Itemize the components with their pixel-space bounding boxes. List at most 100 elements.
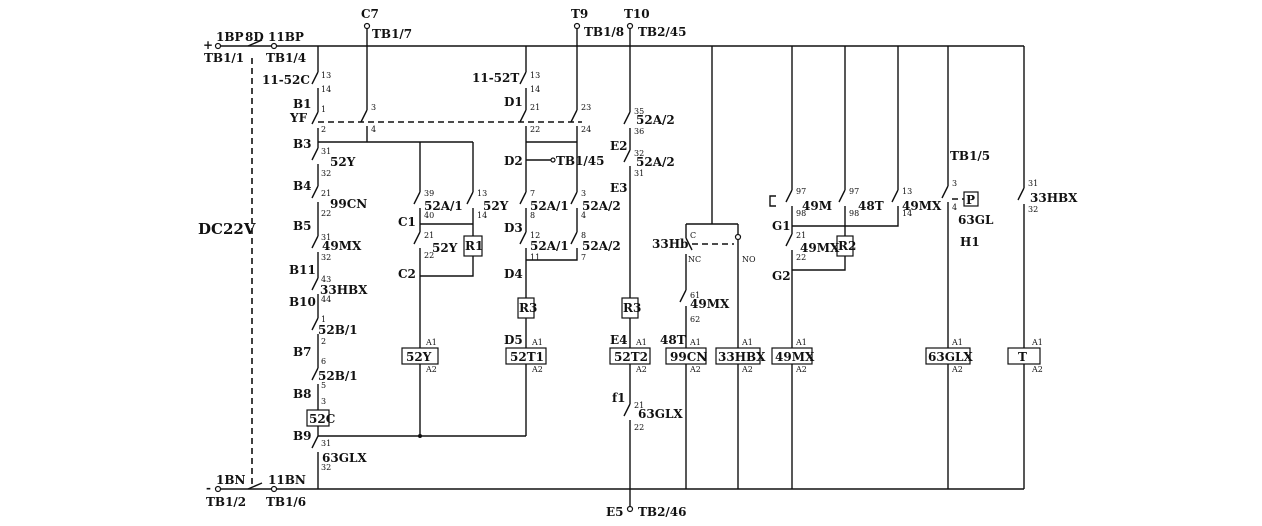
svg-text:12: 12 [530, 231, 540, 240]
svg-text:98: 98 [849, 209, 859, 218]
node-c2: C2 [398, 267, 416, 281]
coil-timer-label: T [1018, 350, 1027, 364]
svg-text:A1: A1 [1031, 338, 1043, 347]
svg-text:A2: A2 [951, 365, 963, 374]
svg-text:21: 21 [321, 189, 331, 198]
svg-text:4: 4 [581, 211, 586, 220]
49m-actuator [769, 195, 776, 207]
svg-text:21: 21 [530, 103, 540, 112]
node-d4: D4 [504, 267, 523, 281]
svg-text:31: 31 [1028, 179, 1038, 188]
node-c1: C1 [398, 215, 416, 229]
label-tb1-6: TB1/6 [266, 495, 306, 509]
contact-99cn: 99CN [330, 197, 367, 211]
svg-text:32: 32 [1028, 205, 1038, 214]
node-h1: H1 [960, 235, 980, 249]
svg-text:A2: A2 [635, 365, 647, 374]
svg-text:3: 3 [952, 179, 957, 188]
label-11bn: 11BN [268, 473, 306, 487]
svg-text:31: 31 [321, 439, 331, 448]
svg-text:24: 24 [581, 125, 591, 134]
svg-text:22: 22 [796, 253, 806, 262]
node-d3: D3 [504, 221, 523, 235]
contact-52b1-a: 52B/1 [318, 323, 358, 337]
coil-52t1-label: 52T1 [510, 350, 544, 364]
label-48t-col5: 48T [660, 333, 686, 347]
svg-text:NO: NO [742, 255, 756, 264]
svg-text:62: 62 [690, 315, 700, 324]
node-g2: G2 [772, 269, 791, 283]
node-d1: D1 [504, 95, 523, 109]
label-t10: T10 [624, 7, 650, 21]
svg-text:5: 5 [321, 381, 326, 390]
terminal-11bp [270, 42, 278, 50]
svg-text:13: 13 [902, 187, 912, 196]
svg-text:43: 43 [321, 275, 331, 284]
contact-52a2-col3-a: 52A/2 [582, 199, 621, 213]
coil-timer-t [1007, 347, 1041, 365]
label-11bp: 11BP [268, 30, 304, 44]
svg-text:2: 2 [321, 337, 326, 346]
svg-text:21: 21 [424, 231, 434, 240]
contact-48t: 48T [858, 199, 884, 213]
label-1bn: 1BN [216, 473, 245, 487]
column-2-52y-circuit: R1 52Y C1 C2 52A/1 52Y 52Y 3 4 39 40 13 … [318, 46, 526, 438]
terminal-tb1-5: TB1/5 [950, 149, 990, 163]
node-b11: B11 [289, 263, 316, 277]
svg-text:32: 32 [321, 169, 331, 178]
coil-52t1 [505, 347, 547, 365]
node-11-52t: 11-52T [472, 71, 519, 85]
svg-text:13: 13 [530, 71, 540, 80]
node-b5: B5 [293, 219, 312, 233]
coil-52t2 [609, 347, 651, 365]
plus-sign: + [203, 38, 213, 52]
relay-r2-label: R2 [838, 239, 856, 253]
svg-text:98: 98 [796, 209, 806, 218]
svg-text:NC: NC [688, 255, 701, 264]
coil-49mx [771, 347, 813, 365]
node-e2: E2 [610, 139, 628, 153]
svg-text:31: 31 [321, 233, 331, 242]
svg-text:1: 1 [321, 105, 326, 114]
svg-text:A1: A1 [795, 338, 807, 347]
svg-text:3: 3 [321, 397, 326, 406]
relay-r3-col4 [621, 297, 639, 319]
relay-33hb-label: 33Hb [652, 237, 688, 251]
contact-52b1-b: 52B/1 [318, 369, 358, 383]
contact-33hbx-col8: 33HBX [1030, 191, 1078, 205]
label-tb1-2: TB1/2 [206, 495, 246, 509]
svg-text:3: 3 [371, 103, 376, 112]
svg-text:22: 22 [530, 125, 540, 134]
terminal-11bn [270, 485, 278, 493]
node-f1: f1 [612, 391, 626, 405]
relay-r2 [836, 235, 854, 257]
contact-63glx-col4: 63GLX [638, 407, 683, 421]
svg-text:A2: A2 [795, 365, 807, 374]
coil-49mx-label: 49MX [775, 350, 815, 364]
label-c7: C7 [361, 7, 379, 21]
coil-99cn-label: 99CN [670, 350, 707, 364]
contact-52y-col2-a: 52Y [483, 199, 509, 213]
column-4-52t2-circuit: R3 52T2 E2 E3 E4 f1 52A/2 52A/2 63GLX 35… [609, 46, 683, 489]
svg-text:A1: A1 [531, 338, 543, 347]
column-8-timer-circuit: T 33HBX 31 32 A1 A2 [1007, 46, 1078, 489]
svg-text:13: 13 [477, 189, 487, 198]
label-8d: 8D [245, 30, 264, 44]
svg-text:14: 14 [902, 209, 912, 218]
node-d5: D5 [504, 333, 523, 347]
contact-49mx-col6-a: 49MX [902, 199, 942, 213]
column-1-closing-circuit: 52C 11-52C B1 YF B3 B4 B5 B11 B10 B7 B8 … [262, 46, 368, 489]
svg-text:44: 44 [321, 295, 331, 304]
svg-text:8: 8 [581, 231, 586, 240]
relay-r1 [463, 235, 483, 257]
svg-text:A1: A1 [425, 338, 437, 347]
svg-text:14: 14 [530, 85, 540, 94]
coil-52c [306, 409, 330, 427]
node-b10: B10 [289, 295, 316, 309]
svg-text:97: 97 [796, 187, 806, 196]
svg-text:1: 1 [321, 315, 326, 324]
relay-r3-col3-label: R3 [519, 301, 537, 315]
svg-text:11: 11 [530, 253, 540, 262]
svg-text:36: 36 [634, 127, 644, 136]
